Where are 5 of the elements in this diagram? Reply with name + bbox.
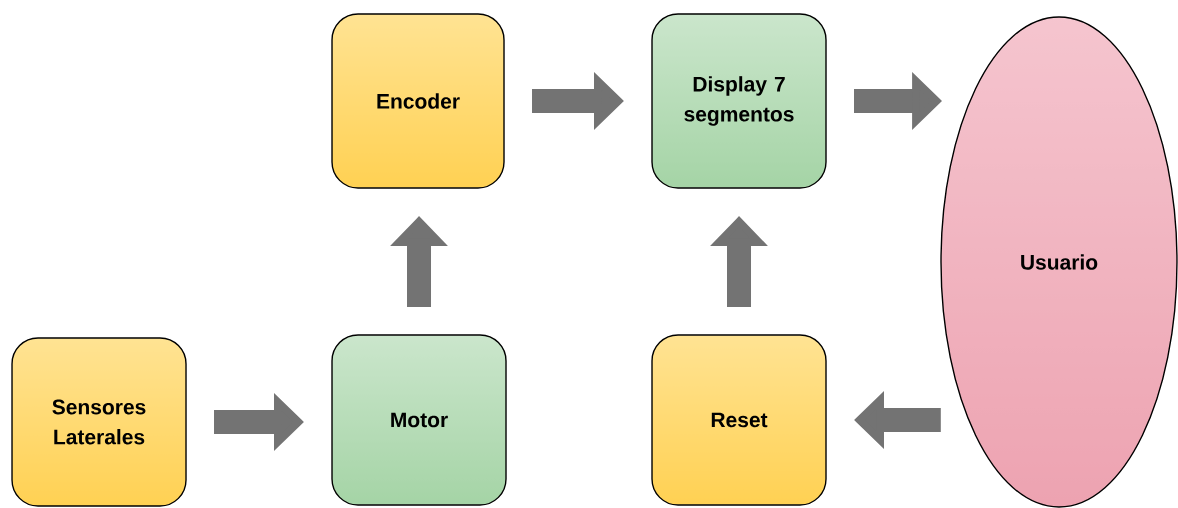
process-box: Sensores Laterales [11, 337, 187, 507]
process-box: Motor [331, 334, 507, 506]
process-box: Reset [651, 334, 827, 506]
process-box: Display 7 segmentos [651, 13, 827, 189]
process-box: Encoder [331, 13, 505, 189]
